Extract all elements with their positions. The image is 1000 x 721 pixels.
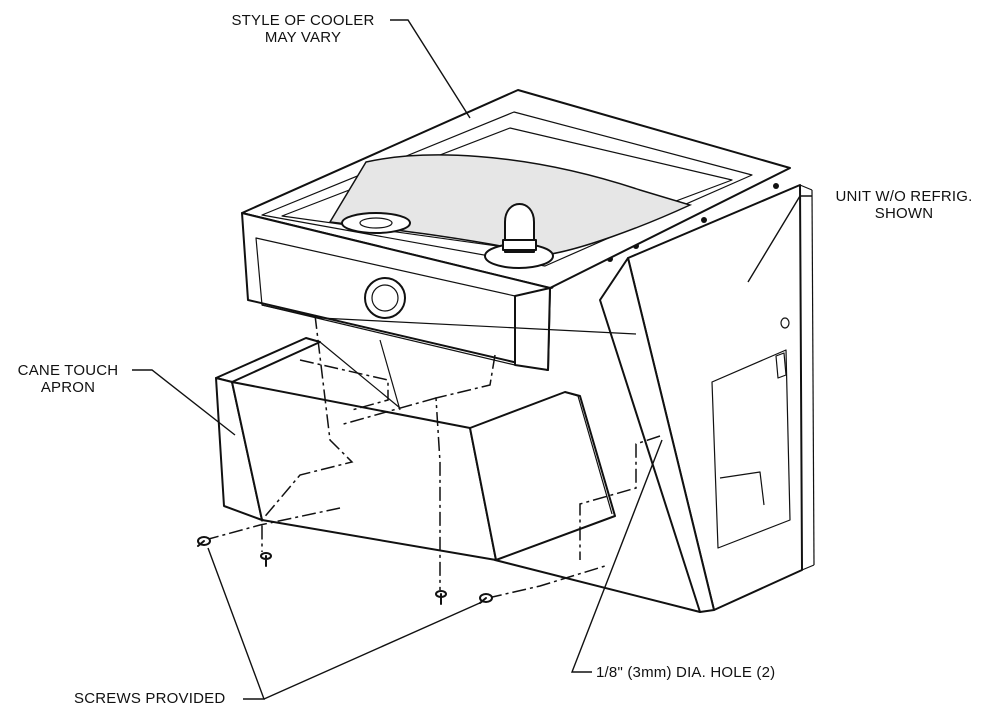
style-of-cooler-line1: STYLE OF COOLER [231, 12, 375, 29]
screws-provided-label: SCREWS PROVIDED [74, 690, 226, 707]
alignment-lines [204, 314, 661, 599]
screw-icon [260, 552, 272, 567]
style-of-cooler-callout: STYLE OF COOLER MAY VARY [220, 12, 386, 46]
screws [197, 536, 493, 605]
hole-note-callout: 1/8" (3mm) DIA. HOLE (2) [596, 664, 775, 681]
unit-without-refrig-line2: SHOWN [874, 205, 934, 222]
cane-touch-apron-line1: CANE TOUCH [17, 362, 119, 379]
cane-touch-apron-line2: APRON [40, 379, 96, 396]
screw-icon [435, 590, 447, 605]
leader-lines [132, 19, 812, 700]
screws-provided-callout: SCREWS PROVIDED [74, 690, 225, 707]
unit-without-refrig-callout: UNIT W/O REFRIG. SHOWN [814, 188, 994, 222]
cooler-body [241, 89, 791, 371]
style-of-cooler-line2: MAY VARY [264, 29, 342, 46]
cane-touch-apron-callout: CANE TOUCH APRON [6, 362, 130, 396]
unit-without-refrig-line1: UNIT W/O REFRIG. [835, 188, 973, 205]
hole-note-label: 1/8" (3mm) DIA. HOLE (2) [596, 664, 776, 681]
cabinet [494, 183, 815, 613]
cane-touch-apron [215, 337, 616, 561]
screw-icon [197, 536, 211, 547]
